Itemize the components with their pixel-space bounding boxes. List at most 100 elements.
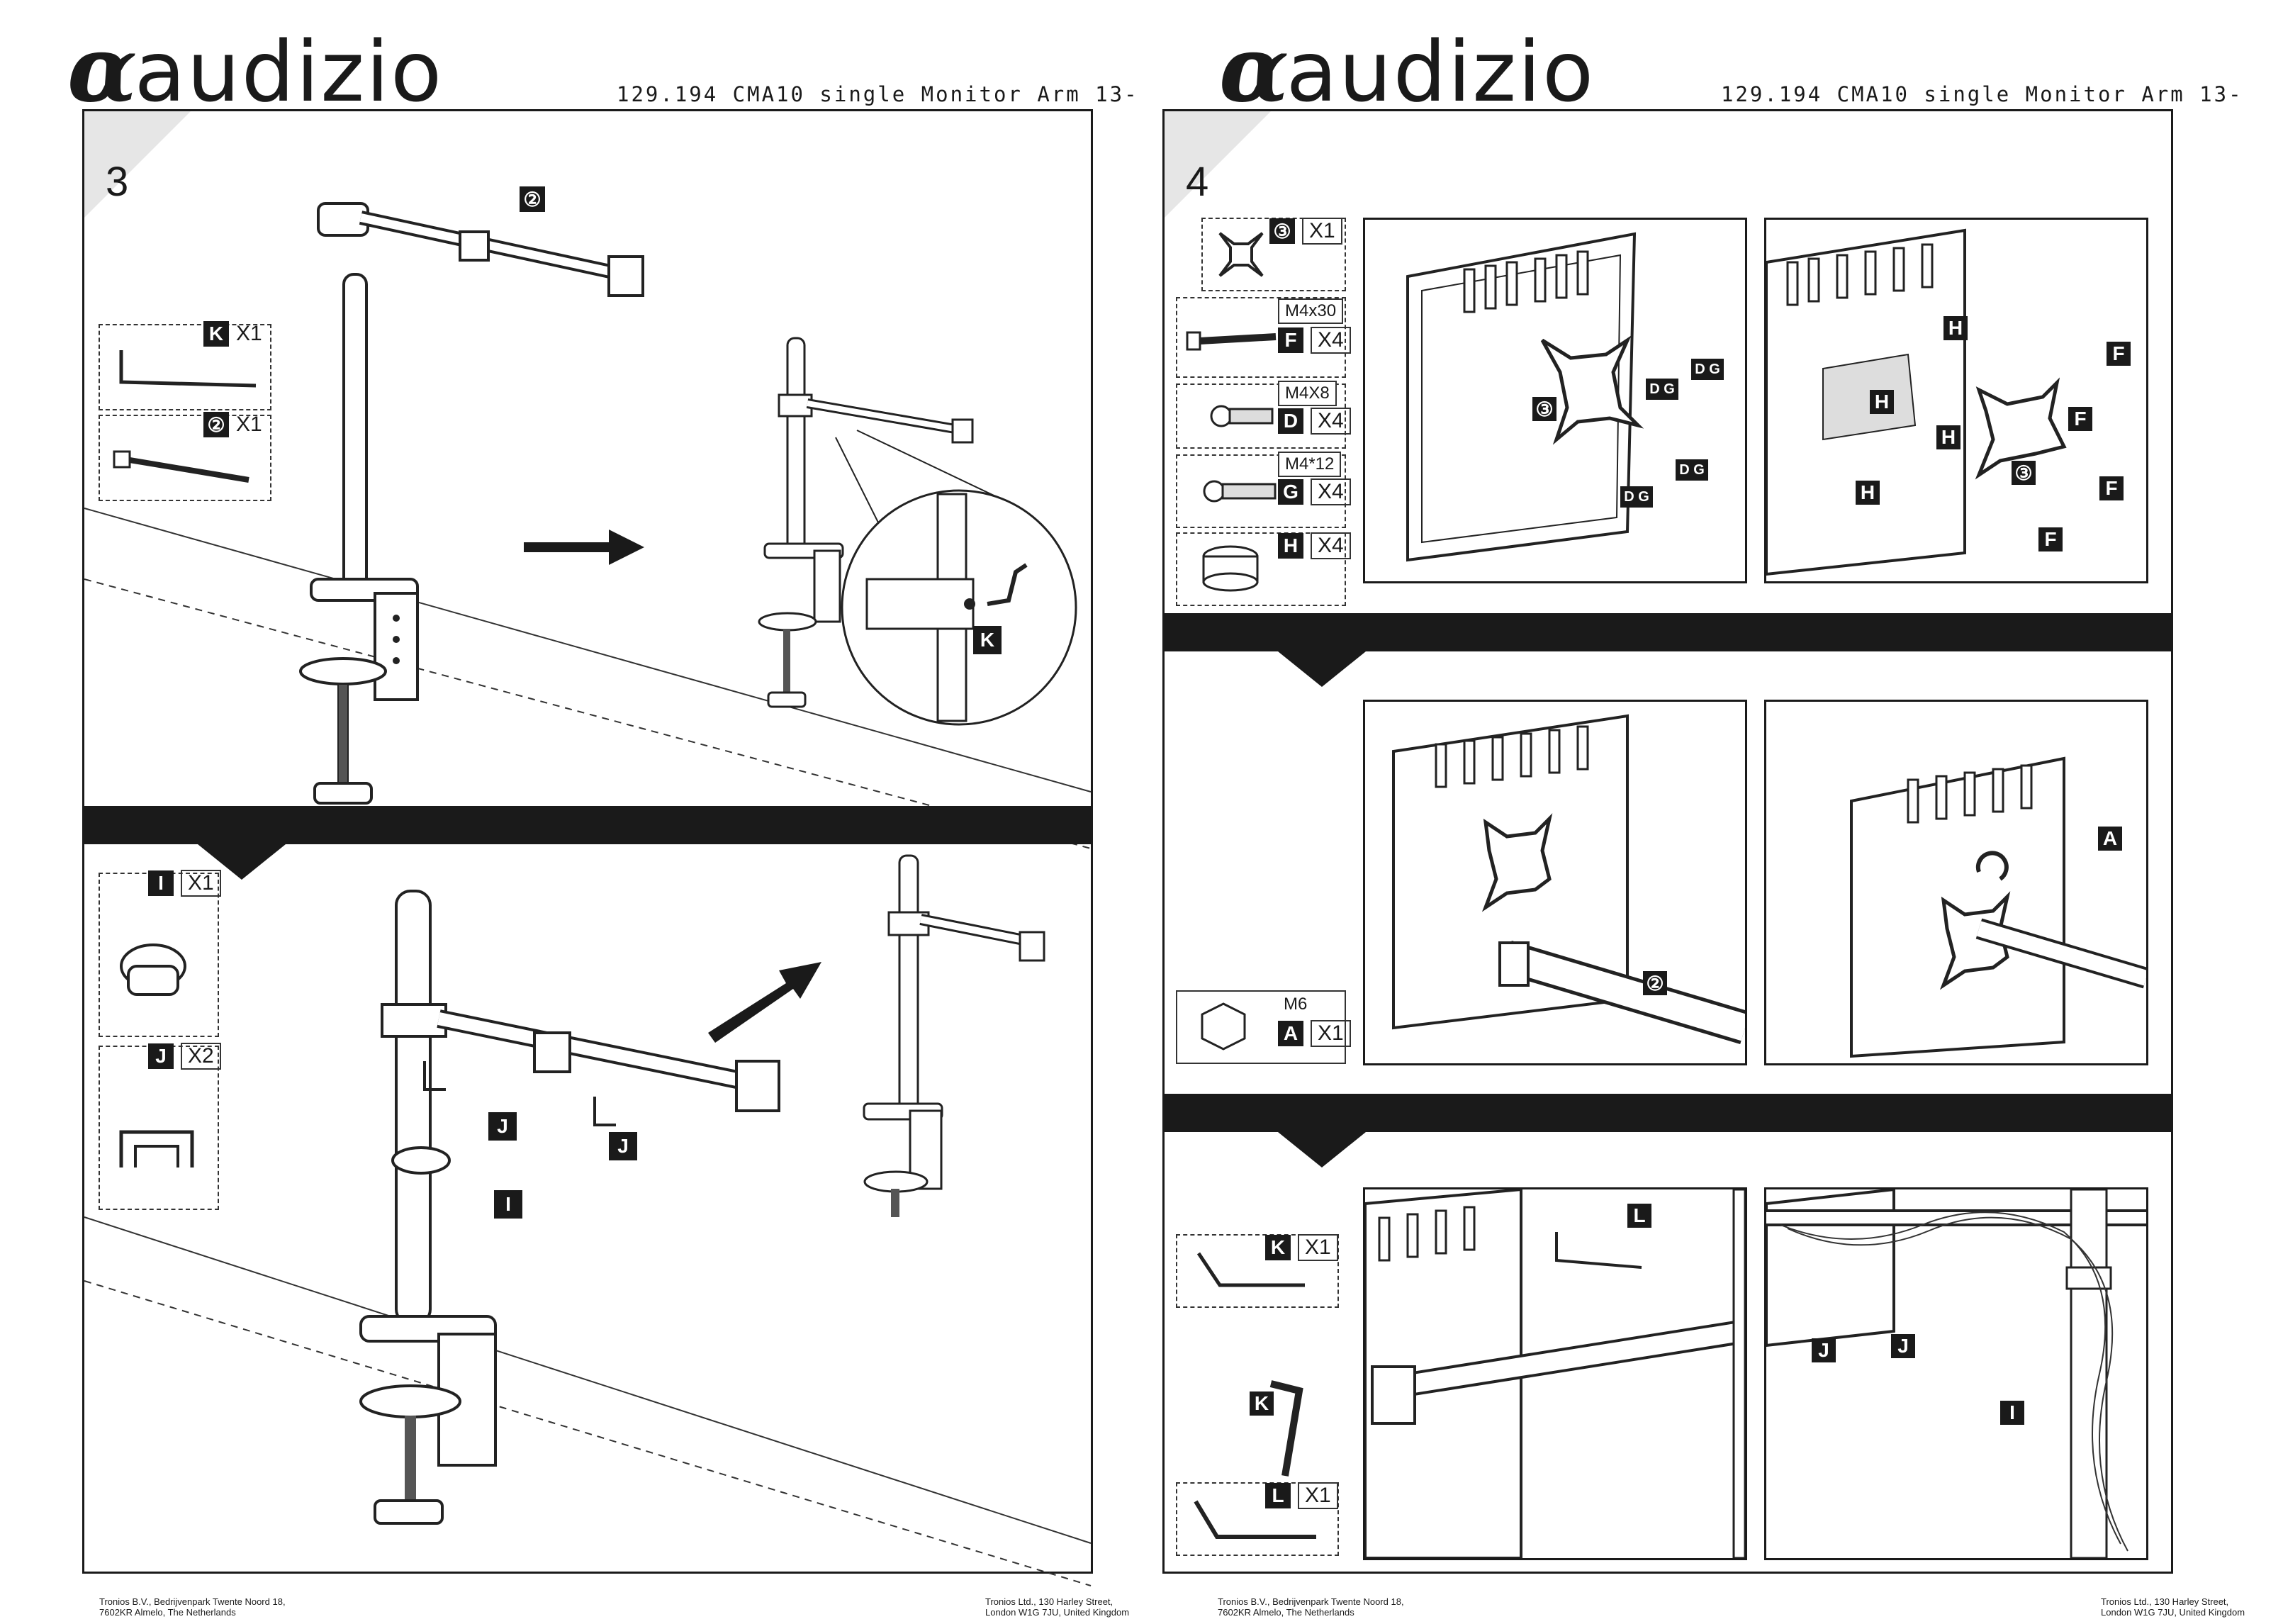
p1-label-dg-2: D G xyxy=(1691,359,1724,380)
part-tag-plate: ③ X1 xyxy=(1269,218,1342,245)
label-j-2: J xyxy=(609,1132,637,1160)
p3-label-arm: ② xyxy=(1643,971,1667,995)
monitor-back-spacers xyxy=(1766,228,2067,576)
p2-label-plate: ③ xyxy=(2012,461,2036,485)
long-screw-icon xyxy=(1186,331,1277,351)
p2-label-f-4: F xyxy=(2038,527,2063,551)
step-number: 4 xyxy=(1186,159,1209,205)
label-k-large: K xyxy=(1250,1391,1274,1416)
parts-box-k2 xyxy=(1176,1234,1339,1308)
part-tag-d: D X4 xyxy=(1278,408,1351,435)
label-i: I xyxy=(494,1190,522,1219)
footer-right-address: Tronios Ltd., 130 Harley Street, London … xyxy=(2101,1596,2245,1618)
parts-box-d xyxy=(1176,383,1346,449)
p1-label-dg-1: D G xyxy=(1646,379,1678,400)
part-tag-k: K X1 xyxy=(203,321,262,347)
arm-adjust-illustration xyxy=(1365,1189,1745,1558)
part-tag-l: L X1 xyxy=(1265,1482,1338,1509)
parts-box-f xyxy=(1176,297,1346,378)
footer-left-address: Tronios B.V., Bedrijvenpark Twente Noord… xyxy=(1218,1596,1404,1618)
panel-spacers-mount: H H H H F F F F ③ xyxy=(1764,218,2148,583)
p6-label-i: I xyxy=(2000,1401,2024,1425)
step-corner xyxy=(1165,111,1271,218)
arrow-right xyxy=(524,530,644,565)
p2-label-f-2: F xyxy=(2068,407,2092,431)
spec-g: M4*12 xyxy=(1278,452,1342,477)
p4-label-a: A xyxy=(2098,827,2122,851)
desk-lines-top xyxy=(84,508,1092,849)
footer-right-address: Tronios Ltd., 130 Harley Street, London … xyxy=(985,1596,1130,1618)
section-divider-1 xyxy=(1165,613,2171,651)
assembled-pole-arm xyxy=(758,337,1006,708)
nut-tighten-illustration xyxy=(1850,756,2146,1058)
part-tag-h: H X4 xyxy=(1278,532,1351,559)
panel-arm-insert: ② xyxy=(1363,700,1747,1065)
p2-label-h-3: H xyxy=(1936,425,1961,449)
p1-label-plate: ③ xyxy=(1532,397,1556,421)
callout-k: K xyxy=(973,626,1002,654)
section-divider xyxy=(84,806,1091,844)
medium-screw-icon xyxy=(1203,480,1277,503)
brand-logo: αaudizio xyxy=(1219,16,1595,123)
section-chevron-1 xyxy=(1278,651,1366,687)
arm-part-label: ② xyxy=(520,186,545,212)
part-tag-arm: ② X1 xyxy=(203,412,262,437)
step-number: 3 xyxy=(106,159,129,205)
part-tag-k2: K X1 xyxy=(1265,1234,1338,1261)
page-right: αaudizio 129.194 CMA10 single Monitor Ar… xyxy=(1141,0,2282,1624)
step-frame: 4 ③ X1 M4x30 F X4 M4X8 xyxy=(1162,109,2173,1574)
panel-arm-adjust: L xyxy=(1363,1187,1747,1560)
allen-key-l-icon xyxy=(1194,1500,1316,1539)
part-tag-j: J X2 xyxy=(148,1043,221,1070)
parts-box-j xyxy=(99,1046,219,1210)
parts-box-i xyxy=(99,873,219,1037)
parts-box-k xyxy=(99,324,271,410)
page-left: αaudizio 129.194 CMA10 single Monitor Ar… xyxy=(0,0,1141,1624)
part-tag-i: I X1 xyxy=(148,870,221,897)
p2-label-h-2: H xyxy=(1870,390,1894,414)
panel-nut-tighten: A xyxy=(1764,700,2148,1065)
parts-box-l xyxy=(1176,1482,1339,1556)
section-chevron-2 xyxy=(1278,1132,1366,1167)
p1-label-dg-4: D G xyxy=(1620,486,1653,508)
hex-nut-icon xyxy=(1201,1002,1246,1051)
spec-a: M6 xyxy=(1278,993,1313,1016)
pole-arm-with-clips xyxy=(359,890,780,1525)
p2-label-h-1: H xyxy=(1943,316,1968,340)
brand-logo: αaudizio xyxy=(67,16,444,123)
detail-circle xyxy=(841,489,1077,726)
part-tag-g: G X4 xyxy=(1278,478,1351,505)
spacer-icon xyxy=(1202,545,1259,592)
parts-box-arm xyxy=(99,415,271,501)
part-tag-a: A X1 xyxy=(1278,1020,1351,1047)
section-divider-2 xyxy=(1165,1094,2171,1132)
cable-routing-illustration xyxy=(1766,1189,2146,1558)
part-tag-f: F X4 xyxy=(1278,327,1351,354)
parts-box-g xyxy=(1176,454,1346,528)
allen-key-k-icon xyxy=(1196,1252,1305,1287)
cable-hook-icon xyxy=(119,1130,194,1167)
p2-label-h-4: H xyxy=(1856,481,1880,505)
p1-label-dg-3: D G xyxy=(1676,459,1708,481)
parts-box-h xyxy=(1176,532,1346,606)
cable-clip-icon xyxy=(120,943,186,996)
p2-label-f-3: F xyxy=(2099,476,2124,500)
step-frame: 3 ② xyxy=(82,109,1093,1586)
parts-box-a xyxy=(1176,990,1346,1064)
arm-insert-illustration xyxy=(1392,714,1745,1045)
vesa-plate-icon xyxy=(1218,232,1264,277)
pole-clamp-illustration xyxy=(299,273,419,805)
p6-label-j-1: J xyxy=(1812,1338,1836,1362)
arm-illustration-top xyxy=(317,202,644,297)
spec-f: M4x30 xyxy=(1278,298,1344,324)
arrow-up-right xyxy=(708,962,821,1043)
arm-part-icon xyxy=(113,450,249,483)
step-corner xyxy=(84,111,191,218)
p5-label-l: L xyxy=(1627,1204,1651,1228)
spec-d: M4X8 xyxy=(1278,381,1337,406)
short-screw-icon xyxy=(1210,405,1274,427)
monitor-back-illustration xyxy=(1406,232,1644,562)
p6-label-j-2: J xyxy=(1891,1334,1915,1358)
panel-cable-routing: J J I xyxy=(1764,1187,2148,1560)
panel-plate-mount: ③ D G D G D G D G xyxy=(1363,218,1747,583)
